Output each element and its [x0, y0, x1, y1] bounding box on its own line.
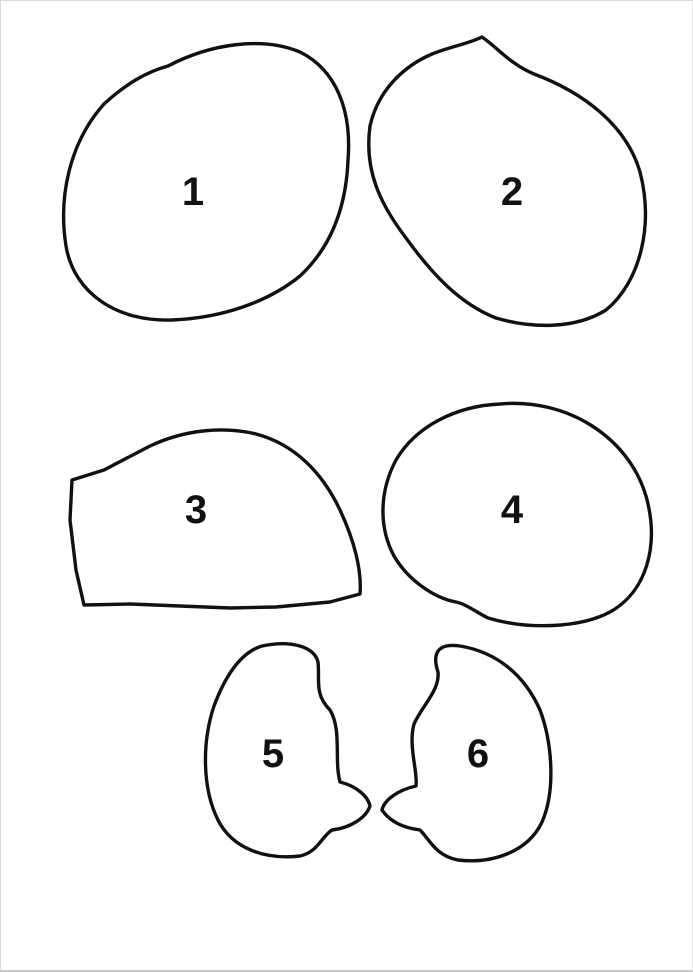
shape-6-label: 6 — [467, 732, 489, 776]
shape-2: 2 — [369, 37, 646, 325]
shape-3: 3 — [70, 430, 360, 608]
shape-4-label: 4 — [501, 488, 524, 532]
shape-5-outline — [205, 644, 370, 857]
shape-5: 5 — [205, 644, 370, 857]
shape-1-label: 1 — [182, 170, 204, 214]
shape-1: 1 — [64, 44, 349, 321]
shape-1-outline — [64, 44, 349, 321]
shape-2-label: 2 — [501, 170, 523, 214]
shape-4: 4 — [383, 403, 651, 625]
shape-3-outline — [70, 430, 360, 608]
shape-3-label: 3 — [185, 488, 207, 532]
shape-6: 6 — [382, 645, 551, 860]
shape-5-label: 5 — [262, 732, 284, 776]
